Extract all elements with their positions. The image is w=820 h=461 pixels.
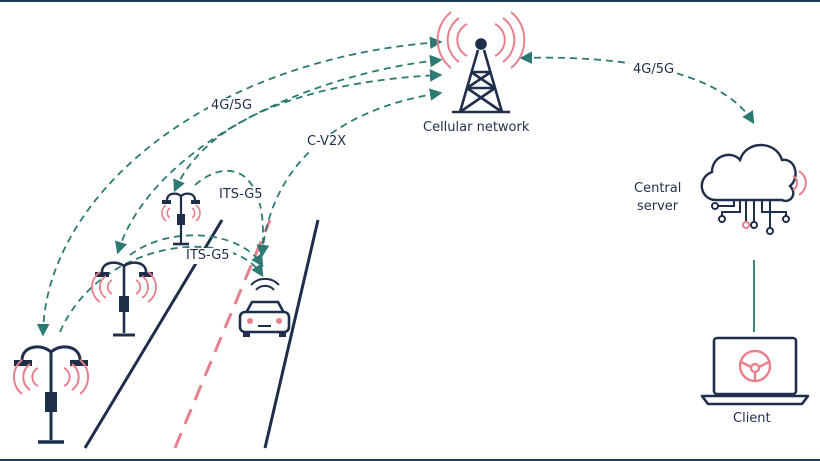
link-tower-to-server xyxy=(519,51,755,125)
car-icon xyxy=(238,277,291,337)
link-lamp-mid-to-tower xyxy=(115,54,443,255)
itsg5-lower-label: ITS-G5 xyxy=(183,248,233,264)
cell-tower-icon xyxy=(436,11,526,114)
client-laptop-icon xyxy=(700,336,810,406)
street-lamp-large-icon xyxy=(12,345,90,444)
street-lamp-medium-icon xyxy=(91,261,157,337)
link-lamp-mid-to-car xyxy=(129,234,264,268)
steering-wheel-icon xyxy=(738,349,772,383)
4g5g-right-label: 4G/5G xyxy=(630,62,678,78)
road-center-line xyxy=(173,219,272,449)
4g5g-left-label: 4G/5G xyxy=(208,98,256,114)
street-lamp-small-icon xyxy=(161,192,201,246)
client-label: Client xyxy=(733,411,771,426)
link-car-to-tower xyxy=(256,88,443,258)
cv2x-label: C-V2X xyxy=(304,134,350,150)
central-server-label-line1: Central xyxy=(634,181,682,196)
cloud-server-icon xyxy=(700,143,807,235)
link-lamp-large-to-car xyxy=(59,245,264,333)
cellular-network-label: Cellular network xyxy=(423,120,530,135)
central-server-label-line2: server xyxy=(637,199,679,214)
road-right-edge xyxy=(263,219,320,449)
link-lamp-small-to-car xyxy=(194,169,270,258)
itsg5-upper-label: ITS-G5 xyxy=(216,187,266,203)
